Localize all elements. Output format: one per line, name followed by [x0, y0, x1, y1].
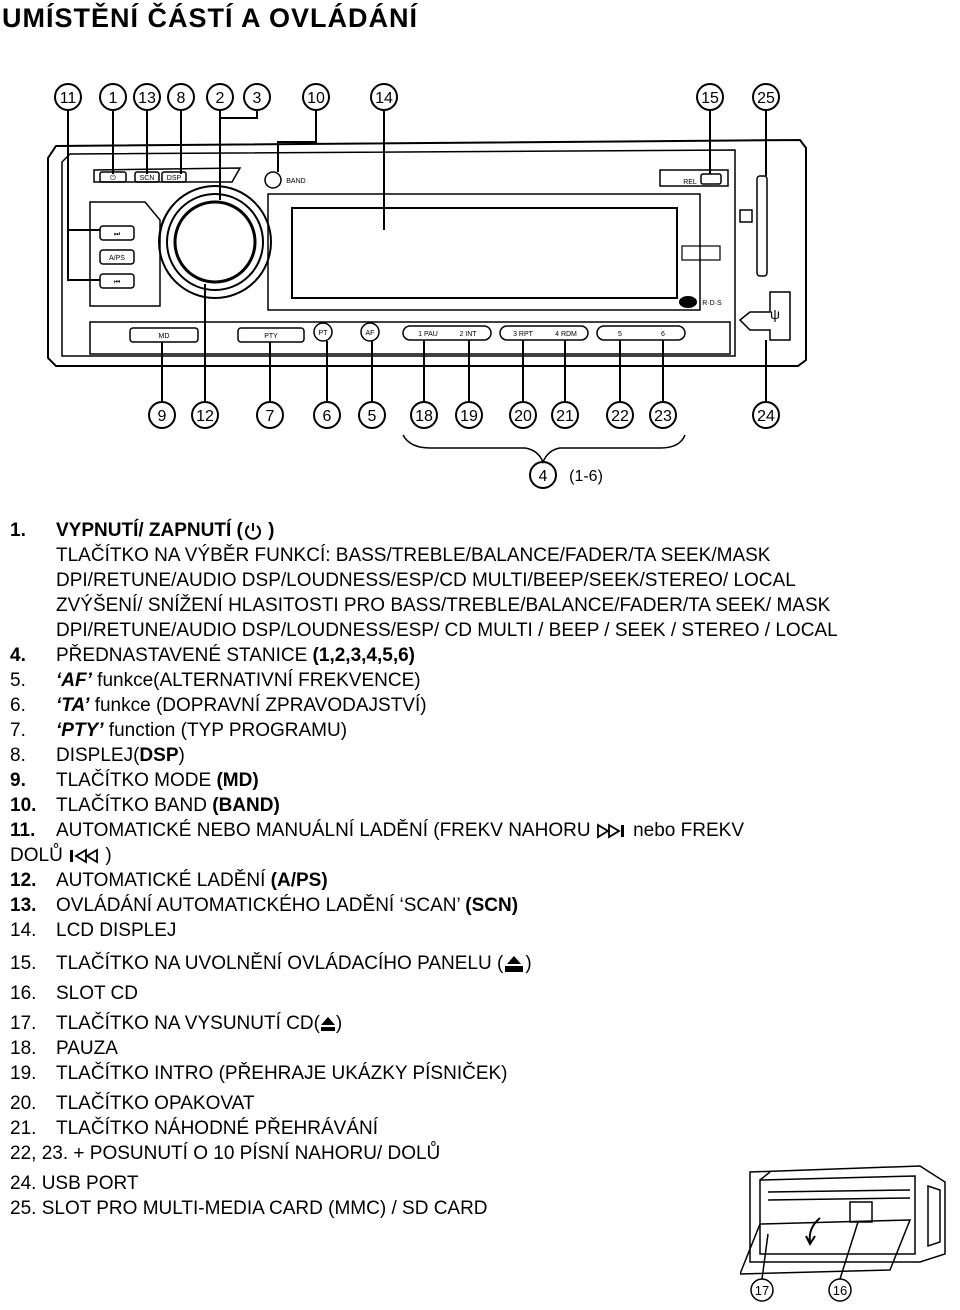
md-label: MD	[159, 333, 170, 340]
list-item: 9.TLAČÍTKO MODE (MD)	[10, 770, 259, 791]
callout-19: 19	[460, 408, 478, 425]
usb-symbol-icon: ψ	[770, 306, 780, 322]
svg-text:⏭: ⏭	[114, 231, 121, 238]
list-item: 11.AUTOMATICKÉ NEBO MANUÁLNÍ LADĚNÍ (FRE…	[10, 820, 745, 866]
list-item: 22, 23. + POSUNUTÍ O 10 PÍSNÍ NAHORU/ DO…	[10, 1143, 441, 1164]
volume-knob	[173, 200, 257, 284]
list-item: 7.‘PTY’ function (TYP PROGRAMU)	[10, 720, 348, 741]
callout-10: 10	[307, 90, 325, 107]
list-item: 2.TLAČÍTKO NA VÝBĚR FUNKCÍ: BASS/TREBLE/…	[56, 545, 796, 591]
preset-1-2-button	[402, 325, 492, 341]
callout-13: 13	[138, 90, 156, 107]
volume-knob-outer	[158, 185, 272, 299]
band-label: BAND	[286, 178, 305, 185]
callout-18: 18	[415, 408, 433, 425]
dsp-button	[161, 171, 187, 183]
band-button	[264, 171, 282, 189]
callout-22: 22	[611, 408, 629, 425]
list-item: 18.PAUZA	[10, 1038, 118, 1059]
preset-1-label: 1 PAU	[418, 331, 438, 338]
af-label: AF	[366, 330, 375, 337]
eject-icon	[320, 1016, 335, 1031]
svg-text:⏮: ⏮	[114, 279, 120, 286]
radio-front-panel-diagram: 11 1 13 8 2 3 10 14 15 25 9 12 7 6 5 18 …	[47, 83, 807, 489]
aps-button	[99, 249, 135, 265]
list-item: 20.TLAČÍTKO OPAKOVAT	[10, 1093, 255, 1114]
callout-12: 12	[196, 408, 214, 425]
preset-4-label: 4 RDM	[555, 331, 577, 338]
ta-button	[313, 322, 333, 342]
callout-24: 24	[757, 408, 775, 425]
callout-4-range: (1-6)	[569, 468, 603, 485]
preset-5-label: 5	[618, 331, 622, 338]
list-item: 21.TLAČÍTKO NÁHODNÉ PŘEHRÁVÁNÍ	[10, 1118, 378, 1139]
power-symbol-label: ⏻	[110, 174, 116, 182]
callout-9: 9	[158, 408, 167, 425]
callout-11: 11	[60, 90, 77, 107]
next-track-icon	[596, 823, 624, 839]
sketch-callout-17: 17	[755, 1283, 769, 1298]
rds-label: R·D·S	[702, 300, 722, 307]
scn-label: SCN	[140, 175, 155, 182]
cd-unit-sketch: 17 16	[740, 1165, 946, 1302]
list-item: 3.ZVÝŠENÍ/ SNÍŽENÍ HLASITOSTI PRO BASS/T…	[56, 595, 838, 641]
power-icon	[244, 522, 261, 540]
callout-25: 25	[757, 90, 775, 107]
callout-1: 1	[109, 90, 118, 107]
preset-5-6-button	[596, 325, 686, 341]
callout-14: 14	[375, 90, 393, 107]
pty-label: PTY	[264, 333, 278, 340]
list-item: 14.LCD DISPLEJ	[10, 920, 177, 941]
dsp-label: DSP	[167, 175, 182, 182]
list-item: 10.TLAČÍTKO BAND (BAND)	[10, 795, 280, 816]
list-item: 13.OVLÁDÁNÍ AUTOMATICKÉHO LADĚNÍ ‘SCAN’ …	[10, 895, 519, 916]
release-button	[700, 173, 722, 185]
cd-unit-body	[749, 1165, 946, 1263]
rel-label: REL	[683, 179, 697, 186]
callout-20: 20	[514, 408, 532, 425]
usb-port	[738, 291, 791, 341]
prev-track-icon	[70, 848, 98, 864]
sketch-callout-16: 16	[833, 1283, 847, 1298]
legend-list: 1.VYPNUTÍ/ ZAPNUTÍ ( ) 2.TLAČÍTKO NA VÝB…	[10, 518, 890, 1221]
list-item: 6.‘TA’ funkce (DOPRAVNÍ ZPRAVODAJSTVÍ)	[10, 695, 427, 716]
list-item: 17.TLAČÍTKO NA VYSUNUTÍ CD()	[10, 1013, 343, 1034]
list-item: 19.TLAČÍTKO INTRO (PŘEHRAJE UKÁZKY PÍSNI…	[10, 1063, 508, 1084]
md-button	[129, 327, 199, 343]
fold-down-panel	[740, 1219, 912, 1275]
release-panel-icon	[505, 955, 524, 972]
list-item: 12.AUTOMATICKÉ LADĚNÍ (A/PS)	[10, 870, 328, 891]
list-item: 24. USB PORT	[10, 1173, 139, 1194]
chassis-outline	[47, 138, 807, 367]
list-item: 5.‘AF’ funkce(ALTERNATIVNÍ FREKVENCE)	[10, 670, 421, 691]
callout-8: 8	[177, 90, 186, 107]
page-heading: UMÍSTĚNÍ ČÁSTÍ A OVLÁDÁNÍ	[2, 3, 418, 33]
pt-label: PT	[319, 330, 329, 337]
preset-6-label: 6	[661, 331, 665, 338]
callout-15: 15	[701, 90, 719, 107]
af-button	[360, 322, 380, 342]
callout-3: 3	[253, 90, 262, 107]
callout-5: 5	[368, 408, 377, 425]
cd-slot-detail	[849, 1201, 873, 1223]
list-item: 8.DISPLEJ(DSP)	[10, 745, 185, 766]
preset-3-4-button	[499, 325, 589, 341]
list-item: 25. SLOT PRO MULTI-MEDIA CARD (MMC) / SD…	[10, 1198, 488, 1219]
list-item: 15.TLAČÍTKO NA UVOLNĚNÍ OVLÁDACÍHO PANEL…	[10, 953, 532, 974]
preset-3-label: 3 RPT	[513, 331, 534, 338]
preset-2-label: 2 INT	[459, 331, 477, 338]
list-item: 16.SLOT CD	[10, 983, 139, 1004]
next-button	[99, 225, 135, 241]
aps-label: A/PS	[109, 255, 125, 262]
callout-23: 23	[654, 408, 672, 425]
list-item: 1.VYPNUTÍ/ ZAPNUTÍ ( )	[10, 520, 275, 541]
callout-2: 2	[216, 90, 225, 107]
list-item: 4.PŘEDNASTAVENÉ STANICE (1,2,3,4,5,6)	[10, 645, 415, 666]
lcd-display	[291, 207, 678, 299]
sd-card-slot	[756, 175, 768, 277]
callout-7: 7	[266, 408, 275, 425]
callout-4: 4	[539, 468, 548, 485]
callout-6: 6	[323, 408, 332, 425]
callout-21: 21	[556, 408, 574, 425]
